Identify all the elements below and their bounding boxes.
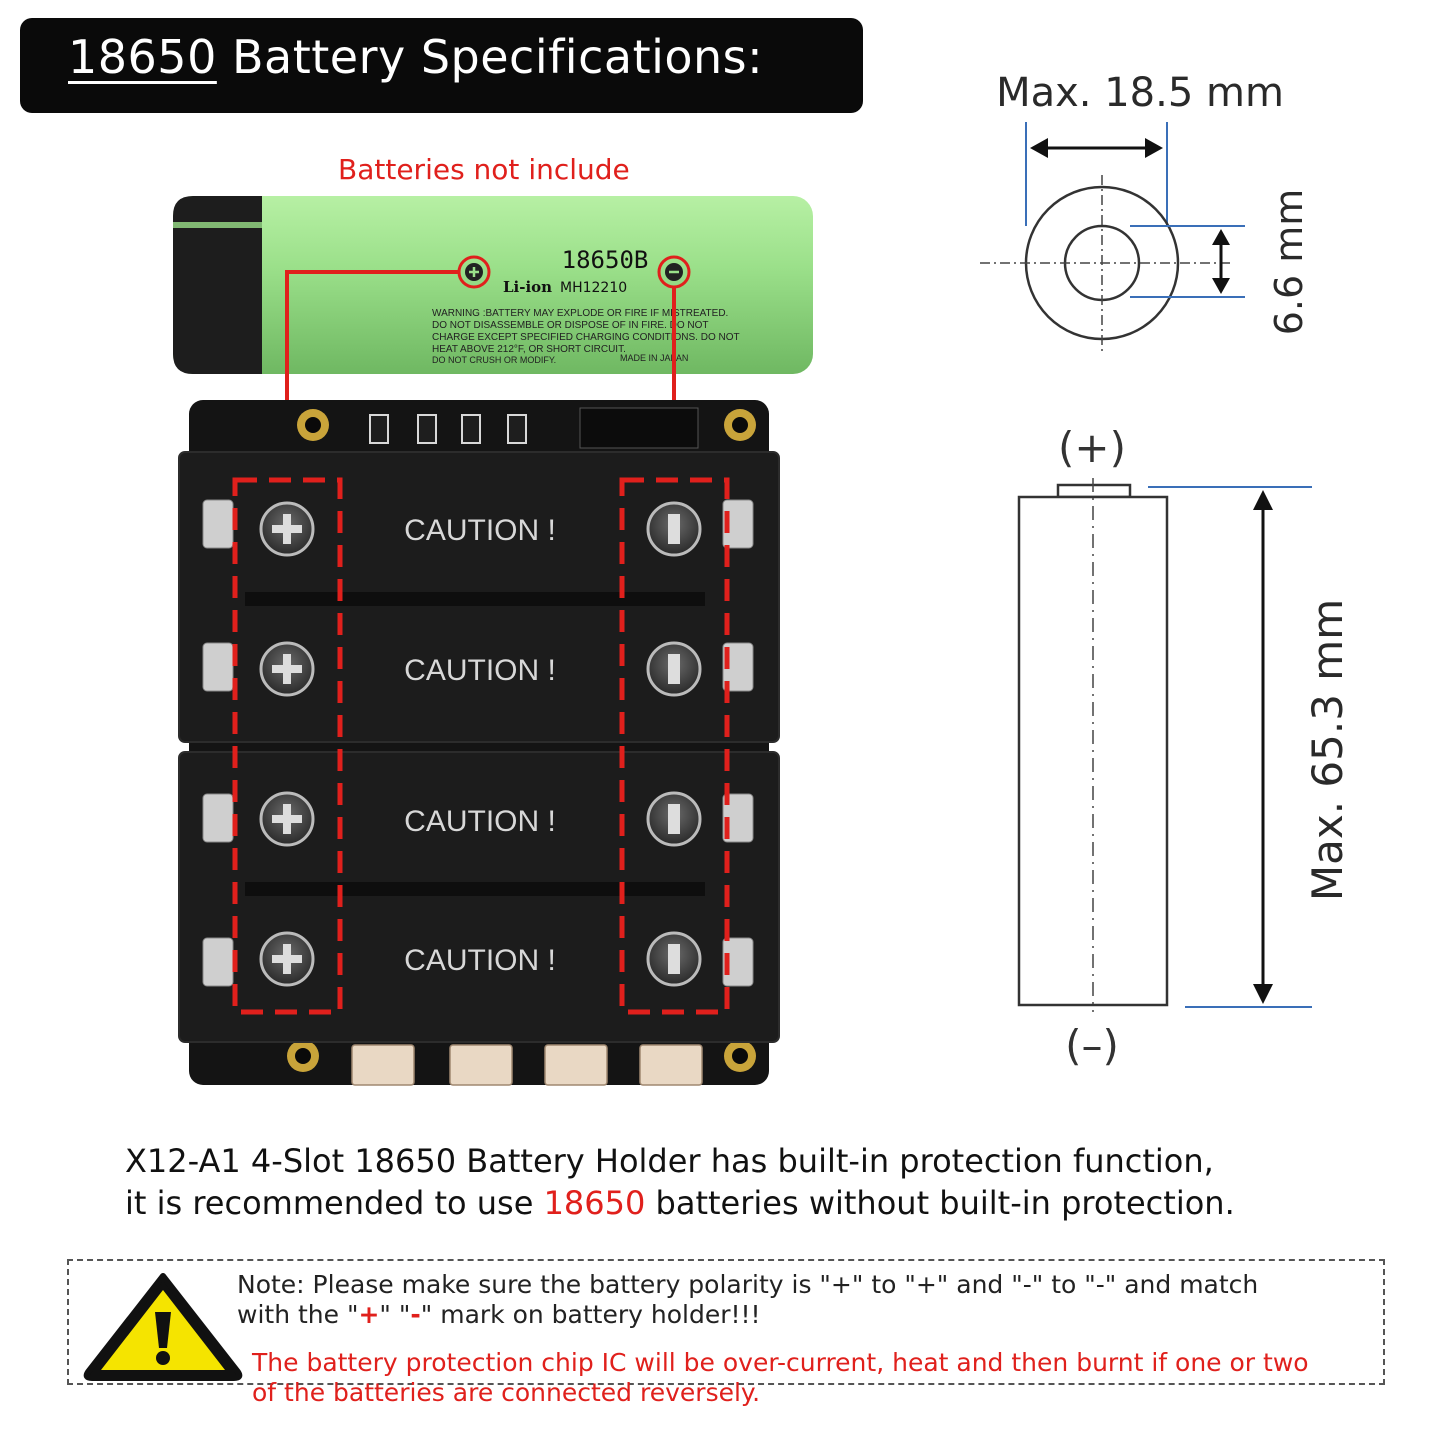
jst-connector [544, 1044, 608, 1086]
battery-code: MH12210 [560, 280, 627, 296]
smd-part [461, 414, 481, 444]
minus-icon [646, 641, 702, 697]
smd-part [417, 414, 437, 444]
page-title: 18650 Battery Specifications: [68, 30, 763, 84]
minus-icon [646, 501, 702, 557]
minus-icon [646, 791, 702, 847]
holder-description: X12-A1 4-Slot 18650 Battery Holder has b… [125, 1140, 1235, 1224]
title-model: 18650 [68, 30, 217, 84]
highlight-model: 18650 [543, 1184, 646, 1222]
slot-caution-2: CAUTION ! [404, 654, 556, 687]
spring-contact [202, 642, 234, 692]
terminal-label: 6.6 mm [1267, 189, 1311, 336]
slot-divider [245, 592, 705, 606]
spring-contact [722, 642, 754, 692]
spring-contact [202, 937, 234, 987]
battery-cell: 18650B Li-ion MH12210 WARNING :BATTERY M… [173, 196, 813, 374]
battery-holder: CAUTION ! CAUTION ! CAUTION ! CAUTION ! [178, 400, 780, 1086]
plus-glyph [469, 267, 479, 277]
minus-icon [646, 931, 702, 987]
battery-model: 18650B [562, 246, 649, 274]
slot-caution-3: CAUTION ! [404, 805, 556, 838]
warning-line-2: DO NOT DISASSEMBLE OR DISPOSE OF IN FIRE… [432, 320, 709, 331]
plus-pointer-arrow [267, 270, 459, 468]
spring-contact [722, 793, 754, 843]
protection-chip [579, 407, 699, 449]
battery-chem: Li-ion [503, 278, 552, 296]
plus-icon [259, 931, 315, 987]
warning-line-3: CHARGE EXCEPT SPECIFIED CHARGING CONDITI… [432, 332, 740, 343]
warning-line-1: WARNING :BATTERY MAY EXPLODE OR FIRE IF … [432, 308, 728, 319]
description-line-2: it is recommended to use 18650 batteries… [125, 1184, 1235, 1222]
slot-caution-4: CAUTION ! [404, 944, 556, 977]
jst-connector [449, 1044, 513, 1086]
negative-label: (–) [1065, 1021, 1119, 1070]
warning-line-5: DO NOT CRUSH OR MODIFY. [432, 355, 556, 365]
smd-part [369, 414, 389, 444]
spring-contact [202, 499, 234, 549]
title-rest: Battery Specifications: [216, 30, 764, 84]
spring-contact [202, 793, 234, 843]
spring-contact [722, 499, 754, 549]
spring-contact [722, 937, 754, 987]
description-line-1: X12-A1 4-Slot 18650 Battery Holder has b… [125, 1142, 1214, 1180]
battery-sleeve [173, 196, 262, 374]
plus-icon [259, 501, 315, 557]
plus-highlight-box [232, 477, 343, 1015]
holder-lower [178, 751, 780, 1043]
plus-icon [259, 641, 315, 697]
battery-band [173, 222, 262, 228]
battery-body [173, 196, 813, 374]
positive-label: (+) [1058, 423, 1126, 472]
jst-connector [351, 1044, 415, 1086]
batteries-note: Batteries not include [338, 153, 630, 186]
positive-terminal [1056, 483, 1132, 499]
warning-icon [83, 1273, 243, 1381]
diameter-label: Max. 18.5 mm [996, 70, 1284, 116]
battery-origin: MADE IN JAPAN [620, 353, 688, 363]
plus-icon [259, 791, 315, 847]
reverse-warning: The battery protection chip IC will be o… [252, 1348, 1309, 1407]
note-box [67, 1259, 1385, 1385]
length-label: Max. 65.3 mm [1303, 599, 1352, 901]
title-banner [20, 18, 863, 113]
warning-line-4: HEAT ABOVE 212°F, OR SHORT CIRCUIT. [432, 344, 626, 355]
side-view-diagram: (+) Max. 65.3 mm (–) [1017, 423, 1352, 1070]
end-view-diagram: Max. 18.5 mm 6.6 mm [980, 70, 1311, 355]
polarity-note: Note: Please make sure the battery polar… [237, 1270, 1259, 1329]
smd-part [507, 414, 527, 444]
slot-caution-1: CAUTION ! [404, 514, 556, 547]
slot-divider [245, 882, 705, 896]
minus-highlight-box [619, 477, 730, 1015]
jst-connector [639, 1044, 703, 1086]
